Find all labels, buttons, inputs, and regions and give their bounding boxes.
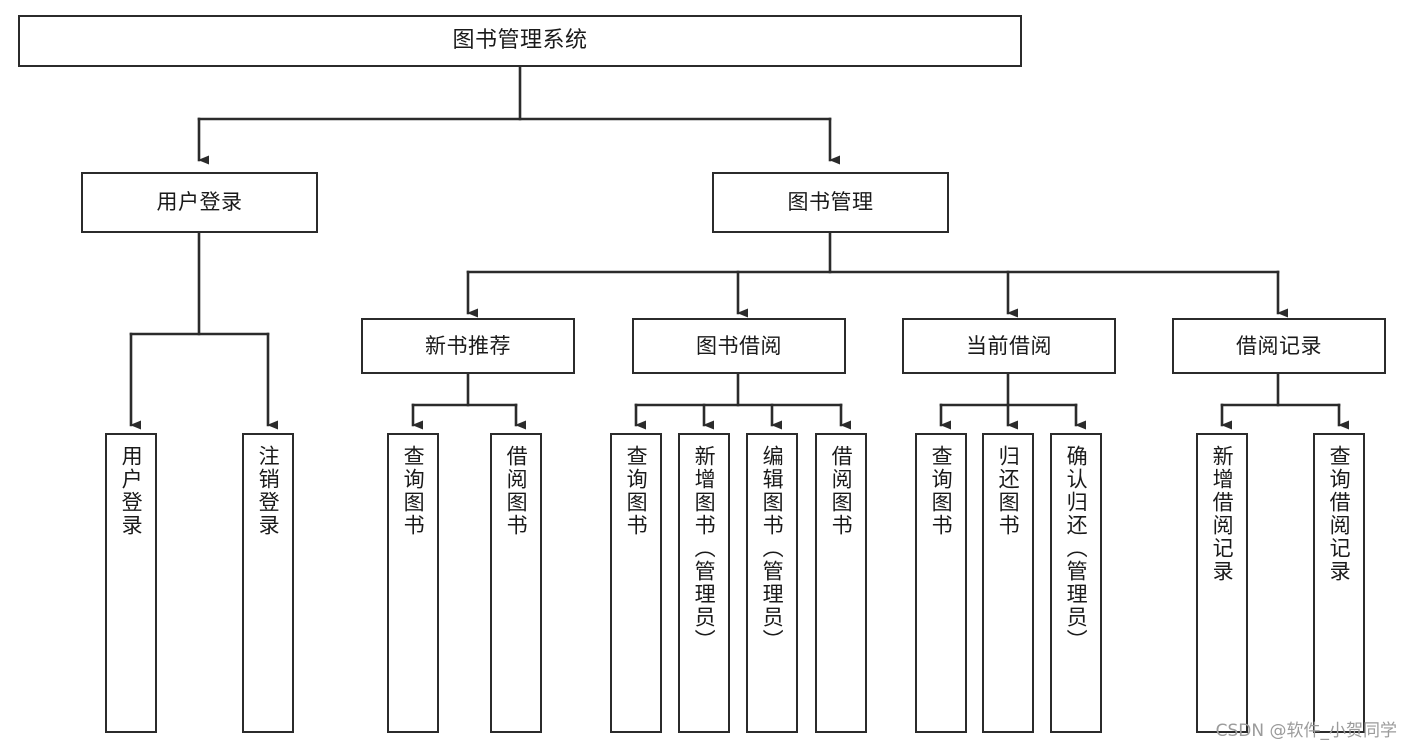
node-book-management-label: 图书管理 <box>787 190 874 215</box>
leaf-confirm-return-admin-label: 确认归还（管理员） <box>1064 445 1089 652</box>
leaf-edit-book-admin[interactable]: 编辑图书（管理员） <box>746 433 798 733</box>
leaf-logout-label: 注销登录 <box>256 445 281 537</box>
leaf-return-book[interactable]: 归还图书 <box>982 433 1034 733</box>
node-book-management[interactable]: 图书管理 <box>712 172 949 233</box>
node-current-borrow[interactable]: 当前借阅 <box>902 318 1116 374</box>
leaf-borrow-book[interactable]: 借阅图书 <box>815 433 867 733</box>
node-root-label: 图书管理系统 <box>452 28 588 54</box>
leaf-return-book-label: 归还图书 <box>996 445 1021 537</box>
node-user-login[interactable]: 用户登录 <box>81 172 318 233</box>
leaf-borrow-book-recommend-label: 借阅图书 <box>504 445 529 537</box>
leaf-query-borrow-record[interactable]: 查询借阅记录 <box>1313 433 1365 733</box>
leaf-borrow-book-recommend[interactable]: 借阅图书 <box>490 433 542 733</box>
leaf-add-book-admin[interactable]: 新增图书（管理员） <box>678 433 730 733</box>
node-book-borrow-label: 图书借阅 <box>696 333 782 358</box>
leaf-query-borrow-record-label: 查询借阅记录 <box>1327 445 1352 583</box>
leaf-borrow-book-label: 借阅图书 <box>829 445 854 537</box>
leaf-add-borrow-record-label: 新增借阅记录 <box>1210 445 1235 583</box>
node-user-login-label: 用户登录 <box>156 190 243 215</box>
leaf-user-login[interactable]: 用户登录 <box>105 433 157 733</box>
leaf-query-book-recommend[interactable]: 查询图书 <box>387 433 439 733</box>
node-new-book-recommend[interactable]: 新书推荐 <box>361 318 575 374</box>
node-borrow-record[interactable]: 借阅记录 <box>1172 318 1386 374</box>
leaf-confirm-return-admin[interactable]: 确认归还（管理员） <box>1050 433 1102 733</box>
node-book-borrow[interactable]: 图书借阅 <box>632 318 846 374</box>
node-current-borrow-label: 当前借阅 <box>966 333 1052 358</box>
leaf-logout[interactable]: 注销登录 <box>242 433 294 733</box>
leaf-query-book-current-label: 查询图书 <box>929 445 954 537</box>
leaf-add-book-admin-label: 新增图书（管理员） <box>692 445 717 652</box>
leaf-query-book-recommend-label: 查询图书 <box>401 445 426 537</box>
node-borrow-record-label: 借阅记录 <box>1236 333 1322 358</box>
leaf-query-book-borrow[interactable]: 查询图书 <box>610 433 662 733</box>
node-new-book-recommend-label: 新书推荐 <box>425 333 511 358</box>
node-root-library-system[interactable]: 图书管理系统 <box>18 15 1022 67</box>
leaf-add-borrow-record[interactable]: 新增借阅记录 <box>1196 433 1248 733</box>
leaf-query-book-current[interactable]: 查询图书 <box>915 433 967 733</box>
csdn-watermark: CSDN @软件_小贺同学 <box>1215 721 1397 741</box>
leaf-edit-book-admin-label: 编辑图书（管理员） <box>760 445 785 652</box>
leaf-query-book-borrow-label: 查询图书 <box>624 445 649 537</box>
leaf-user-login-label: 用户登录 <box>119 445 144 537</box>
